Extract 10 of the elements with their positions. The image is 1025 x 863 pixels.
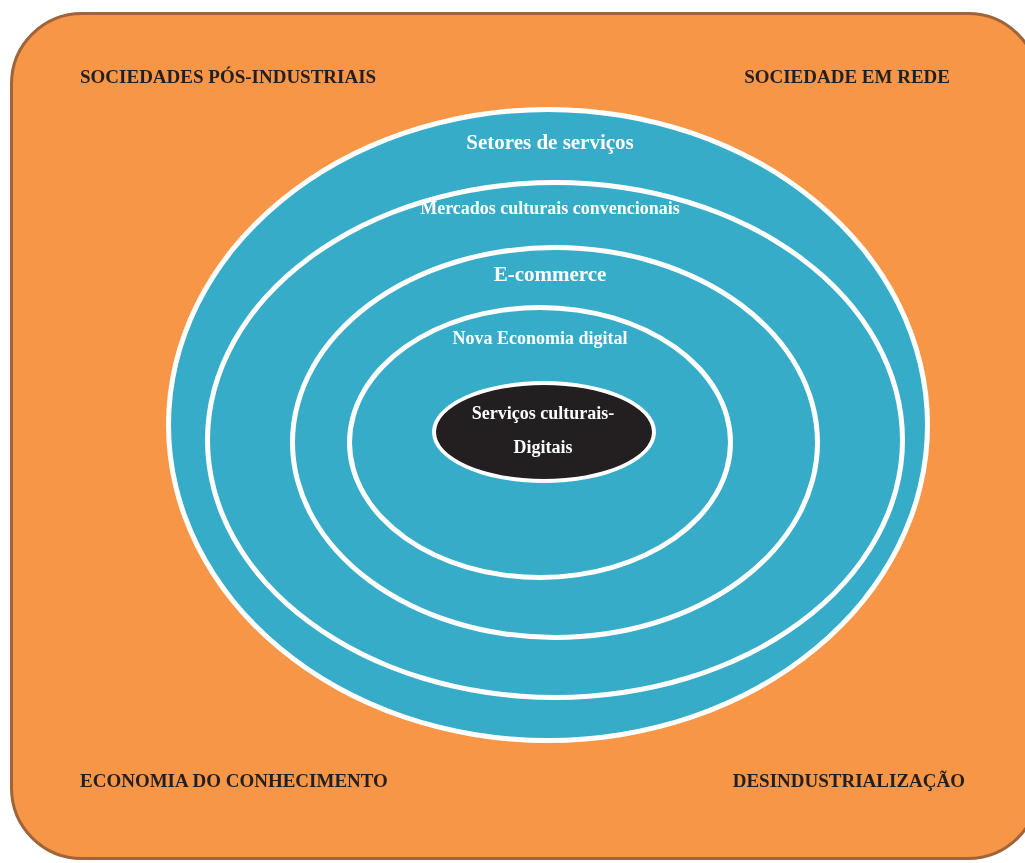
corner-label: ECONOMIA DO CONHECIMENTO [80, 770, 389, 792]
ring-label: Nova Economia digital [451, 328, 629, 349]
corner-label: SOCIEDADE EM REDE [743, 66, 950, 88]
center-label: Serviços culturais- Digitais [470, 402, 616, 459]
ring-label: Setores de serviços [465, 130, 635, 155]
ring-label: E-commerce [492, 262, 608, 287]
background-panel [10, 12, 1025, 860]
ring-label: Mercados culturais convencionais [419, 198, 681, 219]
corner-label: DESINDUSTRIALIZAÇÃO [731, 770, 965, 792]
corner-label: SOCIEDADES PÓS-INDUSTRIAIS [80, 66, 378, 88]
